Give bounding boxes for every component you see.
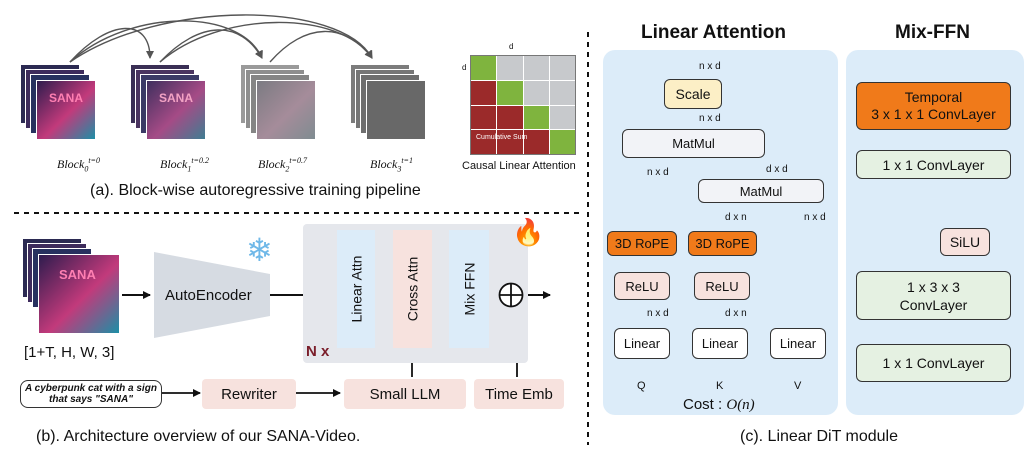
mix-ffn-label: Mix FFN (461, 262, 478, 316)
dim-q-rope-out: n x d (647, 167, 669, 178)
dim-matmul-top-out: n x d (699, 113, 721, 124)
frame-sana-text: SANA (49, 91, 84, 105)
autoencoder-shape (154, 252, 270, 338)
rewriter-label: Rewriter (221, 385, 277, 403)
block-label-3: Block3t=1 (370, 156, 413, 174)
linear-k-box: Linear (692, 328, 748, 359)
dim-scale-out: n x d (699, 61, 721, 72)
conv1x1-top-label: 1 x 1 ConvLayer (882, 156, 985, 173)
dim-matmul-bottom-out: d x d (766, 164, 788, 175)
scale-box: Scale (664, 79, 722, 109)
frame-sana-text: SANA (159, 91, 194, 105)
cross-attn-label: Cross Attn (404, 256, 421, 322)
block-label-1: Block1t=0.2 (160, 156, 209, 174)
mix-ffn-block: Mix FFN (449, 230, 489, 348)
q-label: Q (637, 380, 646, 392)
dim-k-rope-out: d x n (725, 212, 747, 223)
rope-q-box: 3D RoPE (607, 231, 677, 256)
dim-v-out: n x d (804, 212, 826, 223)
matmul-bottom-label: MatMul (739, 183, 783, 199)
residual-add-icon (498, 282, 524, 308)
causal-attention-label: Causal Linear Attention (462, 160, 576, 172)
conv133-line1: 1 x 3 x 3 (907, 278, 960, 295)
time-emb-box: Time Emb (474, 379, 564, 409)
time-emb-label: Time Emb (485, 385, 553, 403)
caption-a: (a). Block-wise autoregressive training … (90, 182, 421, 199)
linear-v-label: Linear (779, 336, 817, 351)
linear-q-label: Linear (623, 336, 661, 351)
matmul-bottom-box: MatMul (698, 179, 824, 203)
temporal-line1: Temporal (904, 89, 963, 105)
relu-q-label: ReLU (625, 278, 659, 294)
conv1x1-bottom-box: 1 x 1 ConvLayer (856, 344, 1011, 382)
fire-icon: 🔥 (512, 217, 545, 247)
matmul-top-label: MatMul (672, 136, 715, 151)
temporal-line2: 3 x 1 x 1 ConvLayer (871, 106, 996, 122)
small-llm-label: Small LLM (369, 385, 441, 403)
caption-b: (b). Architecture overview of our SANA-V… (36, 428, 361, 445)
linear-attn-label: Linear Attn (348, 255, 364, 323)
snowflake-icon: ❄ (246, 232, 273, 268)
grid-cells (470, 55, 576, 155)
matmul-top-box: MatMul (622, 129, 765, 158)
causal-attention-grid: d d Cumulative Sum (462, 42, 576, 155)
caption-c: (c). Linear DiT module (740, 428, 898, 445)
conv1x1-top-box: 1 x 1 ConvLayer (856, 150, 1011, 179)
block-label-0: Block0t=0 (57, 156, 100, 174)
rewriter-box: Rewriter (202, 379, 296, 409)
silu-label: SiLU (949, 234, 981, 250)
grid-dim-label: d (509, 42, 514, 51)
rope-q-label: 3D RoPE (614, 236, 670, 251)
autoencoder-label: AutoEncoder (165, 287, 252, 304)
v-label: V (794, 380, 802, 392)
grid-dim-label-side: d (462, 63, 467, 72)
mixffn-title: Mix-FFN (895, 22, 970, 43)
frame-sana-text: SANA (59, 267, 96, 282)
cost-label: Cost : O(n) (683, 396, 755, 414)
cost-formula: O(n) (726, 397, 755, 413)
conv133-box: 1 x 3 x 3 ConvLayer (856, 271, 1011, 320)
scale-label: Scale (675, 86, 711, 102)
cost-prefix: Cost : (683, 396, 727, 413)
cumulative-sum-label: Cumulative Sum (476, 134, 528, 141)
rope-k-box: 3D RoPE (688, 231, 757, 256)
cross-attn-block: Cross Attn (393, 230, 432, 348)
prompt-box: A cyberpunk cat with a sign that says "S… (20, 380, 162, 408)
conv1x1-bottom-label: 1 x 1 ConvLayer (882, 355, 985, 371)
relu-q-box: ReLU (614, 272, 670, 300)
linear-attn-block: Linear Attn (337, 230, 375, 348)
rope-k-label: 3D RoPE (695, 236, 750, 251)
prompt-text: A cyberpunk cat with a sign that says "S… (25, 383, 157, 405)
linear-v-box: Linear (770, 328, 826, 359)
linear-k-label: Linear (701, 336, 739, 351)
relu-k-box: ReLU (694, 272, 750, 300)
silu-box: SiLU (940, 228, 990, 256)
temporal-conv-box: Temporal 3 x 1 x 1 ConvLayer (856, 82, 1011, 130)
linear-attention-title: Linear Attention (641, 22, 786, 43)
repeat-label: N x (306, 343, 330, 360)
k-label: K (716, 380, 724, 392)
dim-q-linear-out: n x d (647, 308, 669, 319)
dim-k-linear-out: d x n (725, 308, 747, 319)
block-label-2: Block2t=0.7 (258, 156, 307, 174)
linear-q-box: Linear (614, 328, 670, 359)
small-llm-box: Small LLM (344, 379, 466, 409)
relu-k-label: ReLU (705, 278, 739, 294)
conv133-line2: ConvLayer (899, 296, 968, 313)
input-dims-label: [1+T, H, W, 3] (24, 344, 115, 361)
